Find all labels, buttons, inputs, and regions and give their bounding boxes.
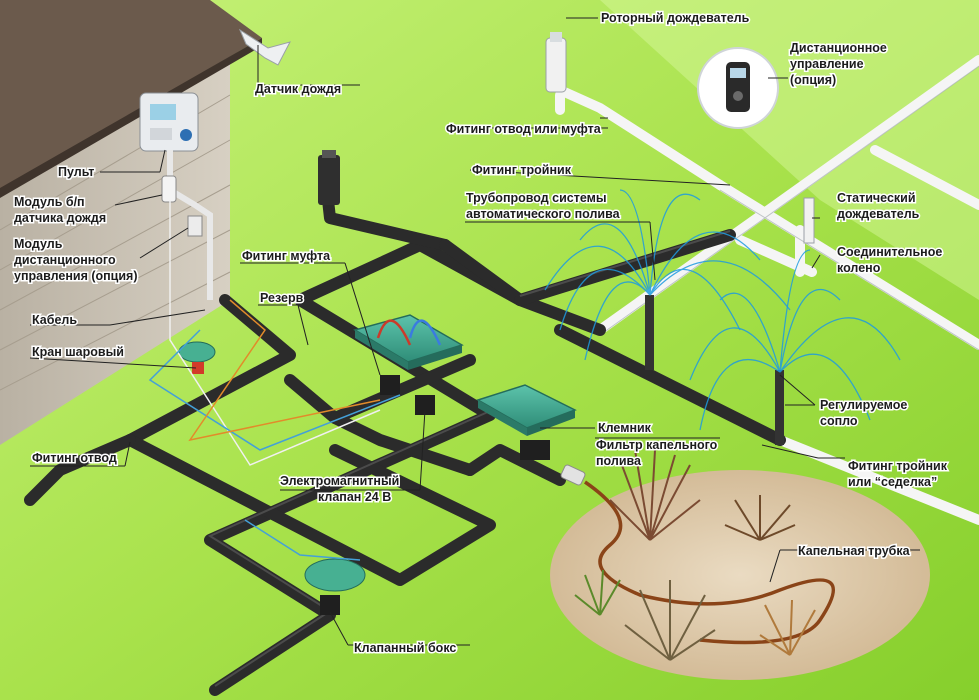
poly-pipes [24, 194, 786, 696]
label-elbow-or-coupling: Фитинг отвод или муфта [446, 122, 602, 136]
rain-sensor-icon [238, 28, 291, 66]
plant-1 [609, 449, 701, 541]
label-remote-module-3: управления (опция) [14, 269, 138, 283]
solenoid-valves [320, 375, 550, 615]
label-wireless-module-2: датчика дождя [14, 211, 106, 225]
label-remote-control-1: Дистанционное [790, 41, 887, 55]
plant-4 [624, 580, 716, 661]
labels: Роторный дождеватель Дистанционное управ… [13, 10, 950, 657]
label-wireless-module-1: Модуль б/п [14, 195, 85, 209]
cables [148, 200, 401, 561]
popup-rotor-icon [318, 150, 340, 205]
static-sprinkler-icon [803, 197, 815, 244]
label-solenoid-valve-1: Электромагнитный [280, 474, 399, 488]
label-cable: Кабель [32, 313, 77, 327]
valve-box-round-bottom [304, 558, 366, 592]
rotor-sprinkler-icon [545, 32, 567, 93]
house-roof-edge [0, 38, 262, 198]
plant-2 [724, 495, 796, 541]
spray-pattern-2 [689, 249, 901, 431]
plant-5 [759, 599, 816, 656]
label-ball-valve: Кран шаровый [32, 345, 124, 359]
drip-filter-icon [560, 464, 586, 486]
label-remote-module-2: дистанционного [14, 253, 116, 267]
label-drip-filter-2: полива [596, 454, 642, 468]
label-elbow-fitting: Фитинг отвод [32, 451, 117, 465]
spray-pattern-1 [544, 189, 791, 361]
label-static-sprinkler-1: Статический [837, 191, 916, 205]
label-remote-control-3: (опция) [790, 73, 836, 87]
label-pipeline-1: Трубопровод системы [466, 191, 607, 205]
drip-soil-area [550, 470, 930, 680]
pvc-pipe-outline [599, 65, 979, 351]
label-pipeline-2: автоматического полива [466, 207, 621, 221]
label-remote-module-1: Модуль [14, 237, 63, 251]
label-reserve: Резерв [260, 291, 304, 305]
red-ball-valve [192, 362, 204, 374]
label-drip-filter-1: Фильтр капельного [596, 438, 718, 452]
label-static-sprinkler-2: дождеватель [837, 207, 920, 221]
label-coupling-fitting: Фитинг муфта [242, 249, 331, 263]
label-controller: Пульт [58, 165, 94, 179]
label-tee-or-saddle-2: или “седелка” [848, 475, 937, 489]
label-connector-elbow-1: Соединительное [837, 245, 942, 259]
label-valve-box: Клапанный бокс [354, 641, 456, 655]
label-drip-tube: Капельная трубка [798, 544, 911, 558]
wireless-module-icon [161, 175, 177, 203]
spray-riser-2 [775, 370, 784, 445]
valve-box-large [353, 314, 464, 370]
lawn-light-patch [600, 0, 979, 300]
label-connector-elbow-2: колено [837, 261, 881, 275]
valve-box-filter [476, 384, 577, 436]
label-rotor-sprinkler: Роторный дождеватель [601, 11, 750, 25]
label-remote-control-2: управление [790, 57, 864, 71]
pvc-pipes [555, 55, 979, 525]
plant-3 [574, 569, 621, 616]
poly-pipe-highlights [207, 230, 731, 687]
label-adjustable-nozzle-1: Регулируемое [820, 398, 907, 412]
spray-riser-1 [645, 295, 654, 370]
label-tee-fitting: Фитинг тройник [472, 163, 572, 177]
leader-lines [29, 17, 920, 646]
remote-module-icon [187, 215, 203, 237]
drip-tube [584, 480, 836, 645]
label-terminal: Клемник [598, 421, 652, 435]
remote-control-icon [697, 47, 779, 129]
label-tee-or-saddle-1: Фитинг тройник [848, 459, 948, 473]
label-adjustable-nozzle-2: сопло [820, 414, 858, 428]
controller-icon [139, 92, 199, 152]
label-solenoid-valve-2: клапан 24 В [318, 490, 391, 504]
house-roof [0, 0, 262, 190]
label-rain-sensor: Датчик дождя [255, 82, 341, 96]
